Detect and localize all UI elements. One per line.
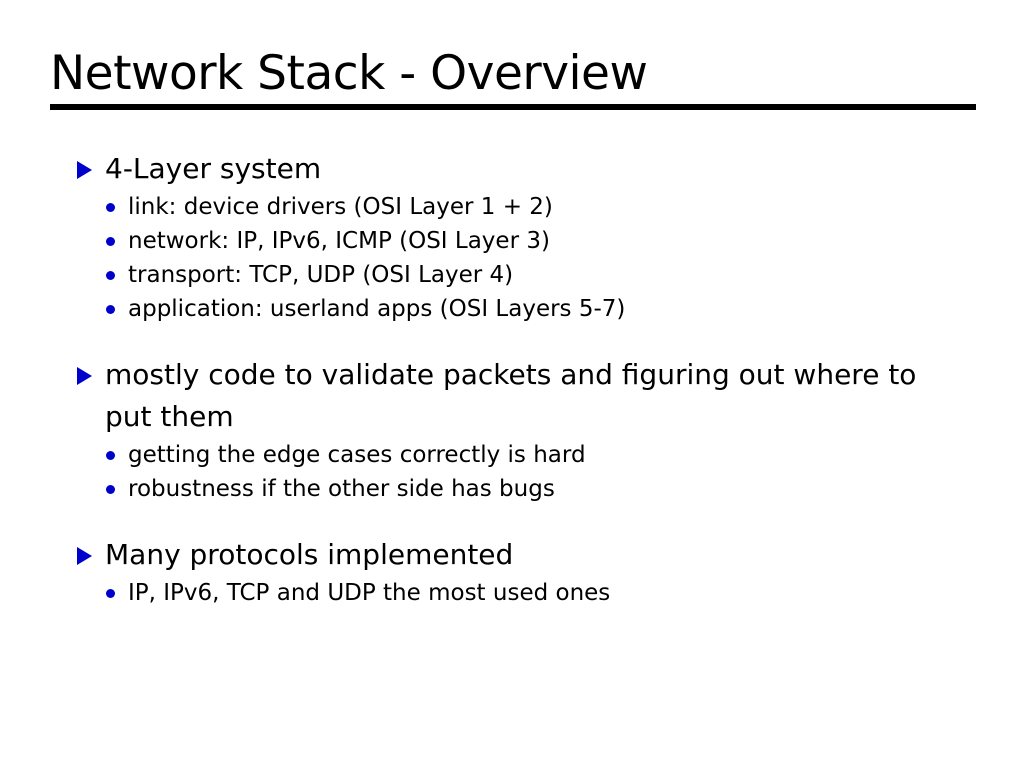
bullet-group: mostly code to validate packets and figu… — [0, 354, 1024, 506]
level2-bullet-label: link: device drivers (OSI Layer 1 + 2) — [128, 194, 553, 220]
level2-bullet-list: IP, IPv6, TCP and UDP the most used ones — [0, 576, 1024, 610]
dot-icon — [106, 451, 115, 460]
triangle-right-icon — [77, 161, 92, 179]
title-block: Network Stack - Overview — [50, 48, 976, 110]
dot-icon — [106, 305, 115, 314]
level1-bullet-item: Many protocols implemented — [0, 534, 1024, 576]
level2-bullet-item: getting the edge cases correctly is hard — [0, 438, 1024, 472]
level2-bullet-label: getting the edge cases correctly is hard — [128, 442, 586, 468]
dot-icon — [106, 271, 115, 280]
level2-bullet-item: network: IP, IPv6, ICMP (OSI Layer 3) — [0, 224, 1024, 258]
level1-bullet-label: mostly code to validate packets and figu… — [105, 358, 917, 433]
level1-bullet-label: Many protocols implemented — [105, 538, 514, 571]
bullet-group: Many protocols implemented IP, IPv6, TCP… — [0, 534, 1024, 610]
dot-icon — [106, 485, 115, 494]
bullet-group: 4-Layer system link: device drivers (OSI… — [0, 148, 1024, 326]
triangle-right-icon — [77, 547, 92, 565]
level2-bullet-list: link: device drivers (OSI Layer 1 + 2) n… — [0, 190, 1024, 326]
level2-bullet-label: transport: TCP, UDP (OSI Layer 4) — [128, 262, 514, 288]
slide-body: 4-Layer system link: device drivers (OSI… — [0, 148, 1024, 610]
level2-bullet-list: getting the edge cases correctly is hard… — [0, 438, 1024, 506]
level2-bullet-item: link: device drivers (OSI Layer 1 + 2) — [0, 190, 1024, 224]
triangle-right-icon — [77, 367, 92, 385]
level2-bullet-item: transport: TCP, UDP (OSI Layer 4) — [0, 258, 1024, 292]
level2-bullet-label: robustness if the other side has bugs — [128, 476, 555, 502]
dot-icon — [106, 237, 115, 246]
level2-bullet-item: IP, IPv6, TCP and UDP the most used ones — [0, 576, 1024, 610]
title-underline-rule — [50, 104, 976, 110]
level1-bullet-label: 4-Layer system — [105, 152, 322, 185]
page-title: Network Stack - Overview — [50, 46, 648, 101]
level2-bullet-label: IP, IPv6, TCP and UDP the most used ones — [128, 580, 611, 606]
level1-bullet-item: 4-Layer system — [0, 148, 1024, 190]
dot-icon — [106, 589, 115, 598]
level2-bullet-item: application: userland apps (OSI Layers 5… — [0, 292, 1024, 326]
dot-icon — [106, 203, 115, 212]
level2-bullet-item: robustness if the other side has bugs — [0, 472, 1024, 506]
level1-bullet-item: mostly code to validate packets and figu… — [0, 354, 1024, 438]
level2-bullet-label: application: userland apps (OSI Layers 5… — [128, 296, 626, 322]
level2-bullet-label: network: IP, IPv6, ICMP (OSI Layer 3) — [128, 228, 550, 254]
